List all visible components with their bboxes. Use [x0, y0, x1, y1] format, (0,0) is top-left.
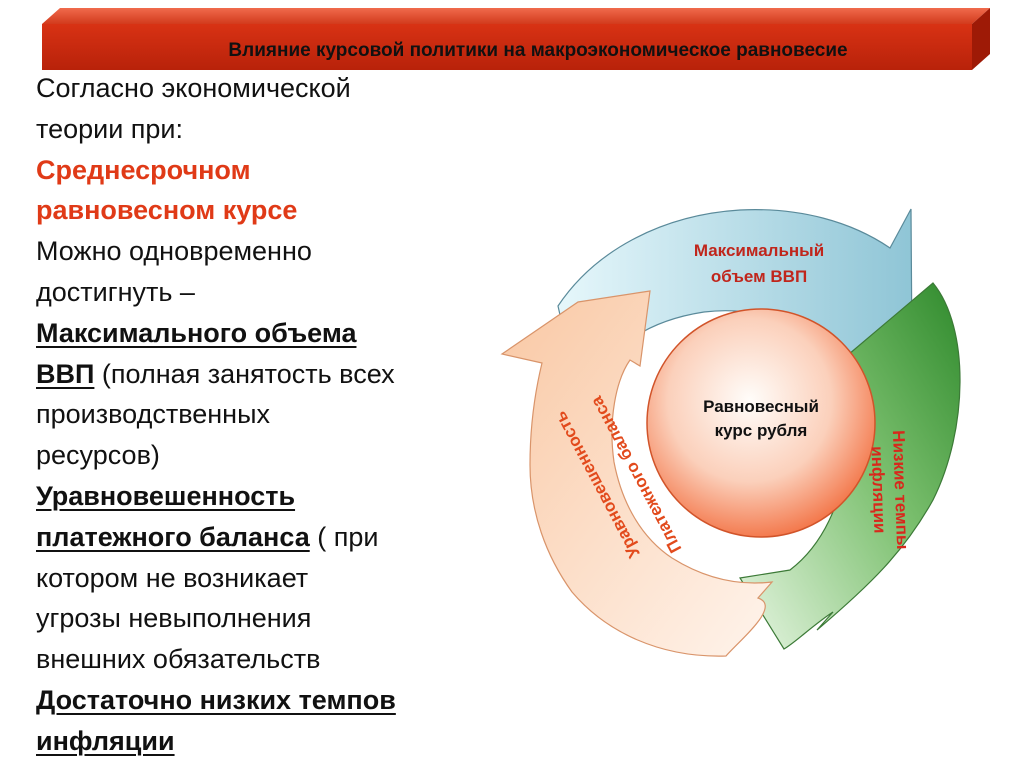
goal-inflation-title-end: инфляции — [36, 725, 175, 756]
goal-balance-desc: внешних обязательств — [36, 644, 321, 675]
goal-gdp-title-end: ВВП — [36, 358, 95, 389]
intro-line: Согласно экономической — [36, 73, 351, 103]
arrow-gdp-label: объем ВВП — [711, 267, 807, 286]
goal-gdp-heading: Максимального объема — [36, 313, 506, 354]
goal-balance-title-end: платежного баланса — [36, 521, 310, 552]
goal-balance-desc: ( при — [309, 521, 379, 552]
main-text: Согласно экономической теории при: Средн… — [36, 68, 506, 762]
goal-inflation-heading: Достаточно низких темпов — [36, 680, 506, 721]
highlight-line: равновесном курсе — [36, 195, 298, 226]
goal-inflation-title: Достаточно низких темпов — [36, 684, 396, 715]
highlight-line: Среднесрочном — [36, 154, 251, 185]
center-circle — [646, 308, 876, 538]
arrow-gdp-label: Максимальный — [694, 241, 824, 260]
goal-gdp-line: ВВП (полная занятость всех — [36, 354, 506, 395]
center-label: курс рубля — [715, 421, 808, 440]
slide-title: Влияние курсовой политики на макроэконом… — [228, 40, 848, 61]
intro-line: теории при: — [36, 113, 183, 144]
cycle-diagram-svg: Равновесный курс рубля Максимальный объе… — [500, 208, 961, 657]
goal-balance-heading: Уравновешенность — [36, 476, 506, 517]
body-line: Можно одновременно — [36, 236, 312, 267]
arrow-balance-shape — [500, 290, 774, 657]
goal-gdp-desc: производственных — [36, 399, 270, 430]
goal-balance-desc: угрозы невыполнения — [36, 603, 312, 634]
arrow-inflation-label: Низкие темпы — [889, 430, 912, 550]
slide-title-bar: Влияние курсовой политики на макроэконом… — [40, 6, 992, 72]
cycle-diagram: Равновесный курс рубля Максимальный объе… — [490, 200, 1024, 670]
goal-inflation-line: инфляции — [36, 721, 506, 762]
goal-gdp-desc: ресурсов) — [36, 440, 160, 471]
arrow-inflation-label: инфляции — [867, 446, 889, 534]
goal-balance-title: Уравновешенность — [36, 480, 296, 511]
title-bar-shape — [42, 8, 990, 70]
body-line: достигнуть – — [36, 276, 195, 307]
goal-balance-desc: котором не возникает — [36, 562, 309, 593]
center-label: Равновесный — [703, 397, 819, 416]
goal-balance-line: платежного баланса ( при — [36, 517, 506, 558]
goal-gdp-title: Максимального объема — [36, 317, 357, 348]
goal-gdp-desc: (полная занятость всех — [94, 358, 395, 389]
